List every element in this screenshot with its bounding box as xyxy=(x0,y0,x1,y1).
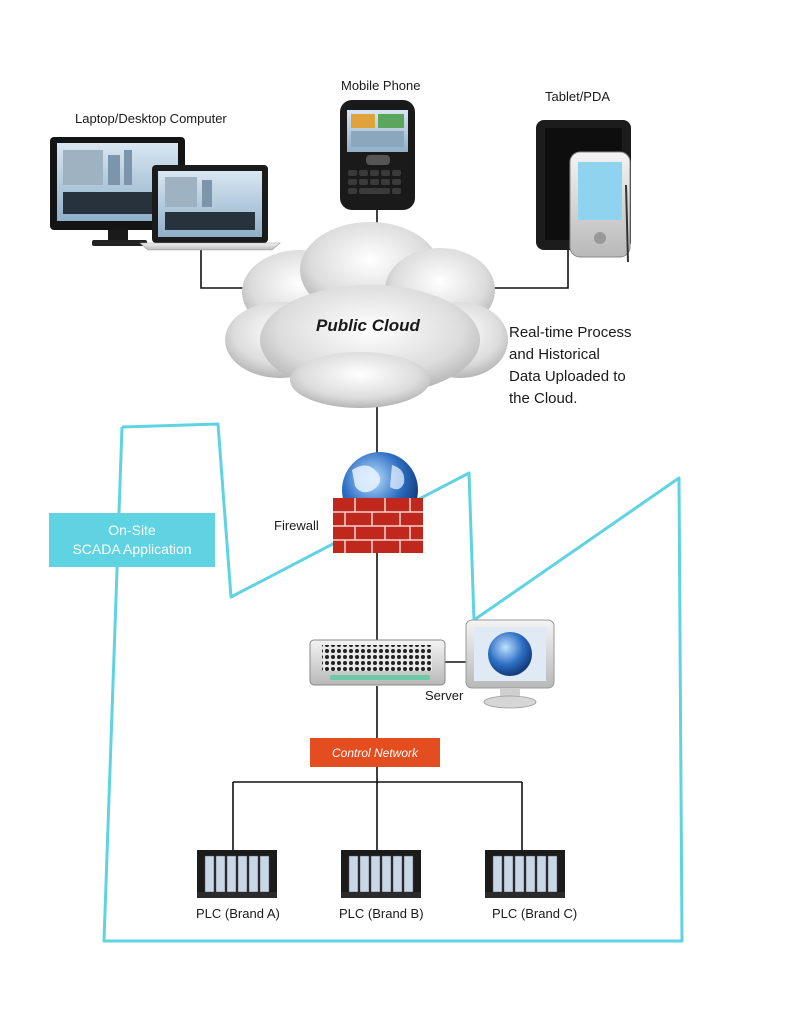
cloud-note-line: the Cloud. xyxy=(509,390,578,407)
plc-rack-icon xyxy=(485,850,565,898)
plc-rack-icon xyxy=(341,850,421,898)
plc-label-brand-c: PLC (Brand C) xyxy=(492,906,578,921)
server-label: Server xyxy=(425,688,464,703)
onsite-scada-label: On-Site SCADA Application xyxy=(49,513,215,567)
control-network-label: Control Network xyxy=(310,738,440,767)
plc-label-brand-a: PLC (Brand A) xyxy=(196,906,280,921)
connector-lines xyxy=(200,210,569,850)
plc-rack-icon xyxy=(197,850,277,898)
onsite-label-line: On-Site xyxy=(108,522,156,538)
pda-icon xyxy=(569,151,631,263)
mobile-phone-label: Mobile Phone xyxy=(341,78,421,93)
laptop-icon xyxy=(139,165,281,251)
server-icon xyxy=(309,639,446,686)
firewall-icon xyxy=(333,452,423,553)
public-cloud-title: Public Cloud xyxy=(316,316,420,335)
cloud-note-line: Real-time Process xyxy=(509,324,632,341)
cloud-note-line: and Historical xyxy=(509,346,600,363)
firewall-label: Firewall xyxy=(274,518,319,533)
cloud-note: Real-time Process and Historical Data Up… xyxy=(509,322,632,410)
laptop-desktop-label: Laptop/Desktop Computer xyxy=(75,111,227,126)
cloud-note-line: Data Uploaded to xyxy=(509,368,626,385)
workstation-monitor-icon xyxy=(465,619,555,709)
plc-label-brand-b: PLC (Brand B) xyxy=(339,906,424,921)
public-cloud-icon xyxy=(225,222,508,408)
onsite-label-line: SCADA Application xyxy=(72,541,192,557)
tablet-pda-label: Tablet/PDA xyxy=(545,89,611,104)
mobile-phone-icon xyxy=(340,100,415,210)
